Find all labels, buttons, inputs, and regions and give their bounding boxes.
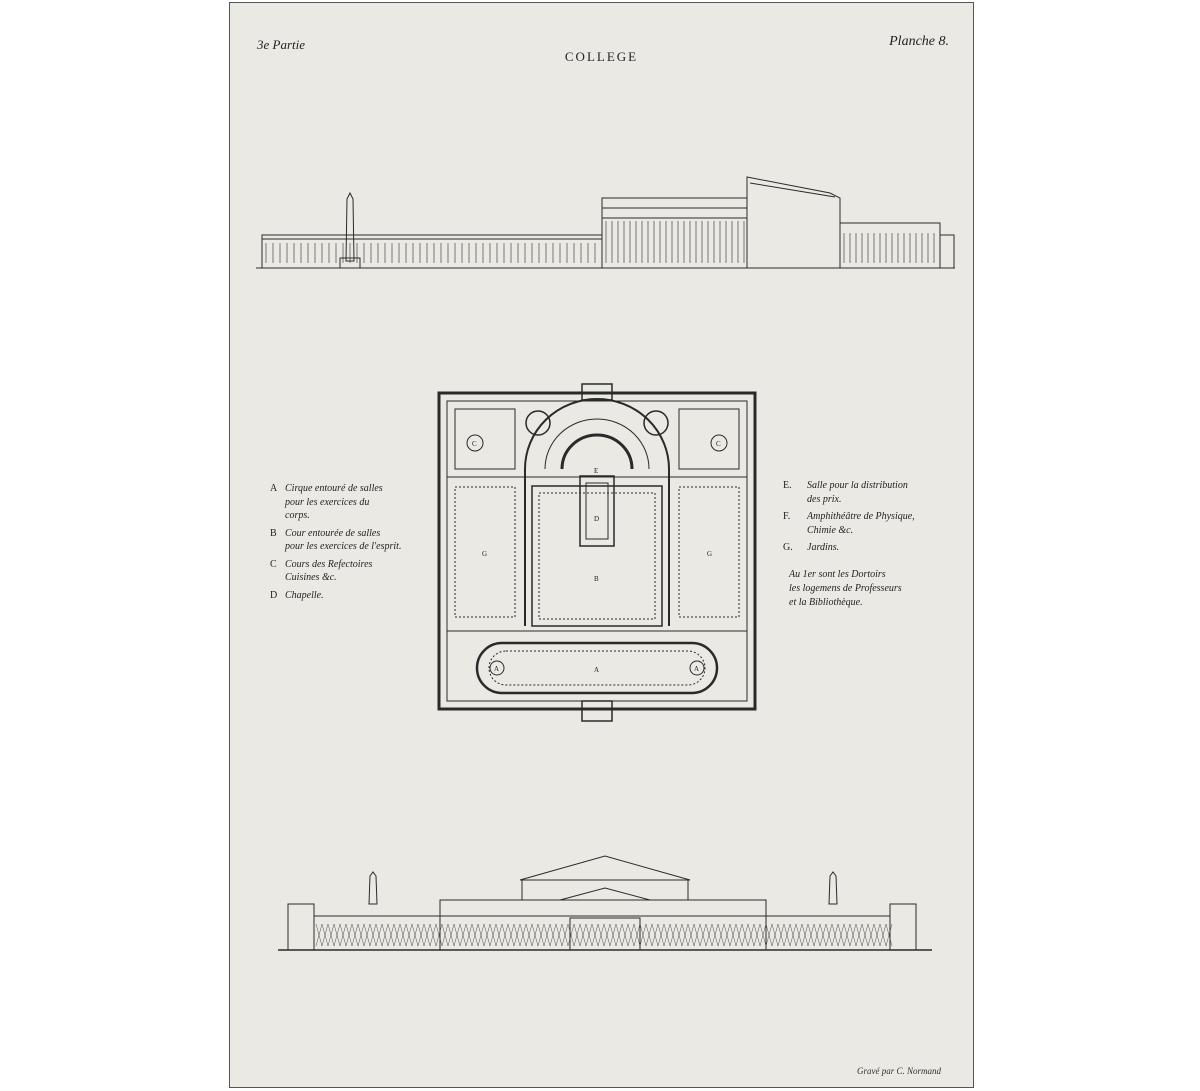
legend-text: Amphithéâtre de Physique, Chimie &c. (807, 511, 915, 536)
plan-label-a-right: A (694, 665, 699, 673)
legend-key: G. (783, 542, 793, 553)
plan-label-a-left: A (494, 665, 499, 673)
plan-label-g-left: G (482, 550, 487, 558)
plan-label-b: B (594, 575, 599, 583)
floor-plan-drawing: C C E D B G G A A A (437, 383, 757, 722)
legend-item-g: G. Jardins. (783, 541, 963, 555)
plan-label-d: D (594, 515, 599, 523)
legend-item-e: E. Salle pour la distribution des prix. (783, 479, 963, 506)
legend-item-f: F. Amphithéâtre de Physique, Chimie &c. (783, 510, 963, 537)
legend-note: Au 1er sont les Dortoirs les logemens de… (789, 569, 902, 608)
legend-item-d: D Chapelle. (270, 589, 420, 603)
legend-key: B (270, 527, 277, 539)
front-elevation-drawing (278, 855, 932, 951)
legend-item-b: B Cour entourée de salles pour les exerci… (270, 527, 420, 554)
plan-label-e: E (594, 467, 598, 475)
plate-number: Planche 8. (889, 34, 949, 49)
legend-left: A Cirque entouré de salles pour les exerc… (270, 482, 420, 606)
legend-text: Salle pour la distribution des prix. (807, 480, 908, 505)
plan-label-a: A (594, 666, 599, 674)
part-label: 3e Partie (257, 37, 306, 52)
legend-text: Jardins. (807, 542, 840, 553)
legend-key: D (270, 589, 278, 601)
plan-label-g-right: G (707, 550, 712, 558)
legend-text: Cour entourée de salles pour les exercic… (285, 527, 402, 553)
legend-item-c: C Cours des Refectoires Cuisines &c. (270, 558, 420, 585)
legend-right: E. Salle pour la distribution des prix. F… (783, 479, 963, 559)
plan-label-c-right: C (716, 440, 721, 448)
legend-key: A (270, 483, 278, 494)
legend-text: Cours des Refectoires Cuisines &c. (285, 558, 373, 584)
engraver-credit: Gravé par C. Normand (856, 1066, 941, 1076)
legend-key: C (270, 558, 277, 570)
engraving-sheet: 3e Partie Planche 8. COLLEGE (229, 2, 974, 1088)
legend-text: Chapelle. (285, 589, 324, 601)
legend-text: Cirque entouré de salles pour les exerci… (285, 483, 383, 521)
plate-title: COLLEGE (564, 49, 639, 64)
legend-key: F. (783, 511, 791, 522)
plan-label-c-left: C (472, 440, 477, 448)
legend-key: E. (783, 480, 792, 491)
section-elevation-drawing (256, 176, 955, 269)
legend-item-a: A Cirque entouré de salles pour les exerc… (270, 482, 420, 523)
